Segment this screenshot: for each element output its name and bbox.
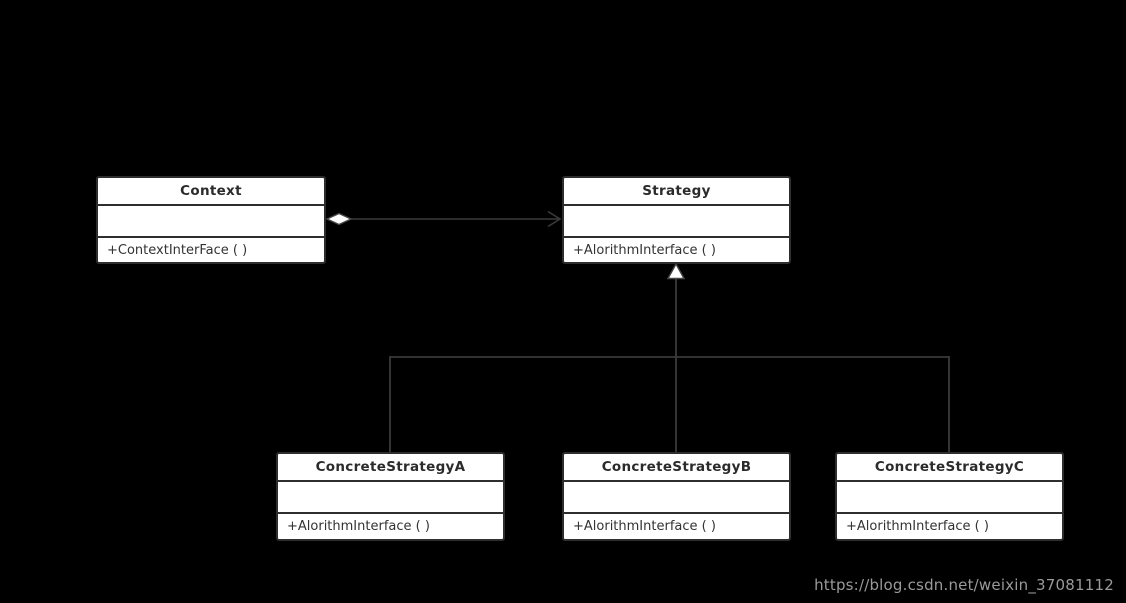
class-box-concrete-strategy-c: ConcreteStrategyC +AlorithmInterface ( )	[835, 452, 1064, 541]
inheritance-triangle-icon	[666, 262, 686, 280]
class-title: Strategy	[642, 183, 711, 199]
watermark-url-text: https://blog.csdn.net/weixin_37081112	[814, 576, 1114, 594]
class-method: +AlorithmInterface ( )	[278, 512, 503, 539]
open-arrowhead-icon	[547, 210, 562, 228]
class-method: +ContextInterFace ( )	[98, 236, 324, 262]
class-box-context: Context +ContextInterFace ( )	[96, 176, 326, 264]
class-title: ConcreteStrategyB	[601, 459, 752, 475]
inheritance-connector	[389, 262, 950, 452]
class-method: +AlorithmInterface ( )	[837, 512, 1062, 539]
class-box-concrete-strategy-a: ConcreteStrategyA +AlorithmInterface ( )	[276, 452, 505, 541]
class-attributes-section	[837, 480, 1062, 512]
class-attributes-section	[564, 204, 789, 236]
class-box-strategy: Strategy +AlorithmInterface ( )	[562, 176, 791, 264]
class-method: +AlorithmInterface ( )	[564, 236, 789, 262]
class-attributes-section	[564, 480, 789, 512]
aggregation-diamond-icon	[325, 212, 353, 226]
class-title: Context	[180, 183, 242, 199]
class-method: +AlorithmInterface ( )	[564, 512, 789, 539]
class-title: ConcreteStrategyC	[874, 459, 1025, 475]
class-box-concrete-strategy-b: ConcreteStrategyB +AlorithmInterface ( )	[562, 452, 791, 541]
aggregation-connector	[325, 210, 562, 228]
class-title: ConcreteStrategyA	[315, 459, 466, 475]
class-attributes-section	[98, 204, 324, 236]
class-attributes-section	[278, 480, 503, 512]
